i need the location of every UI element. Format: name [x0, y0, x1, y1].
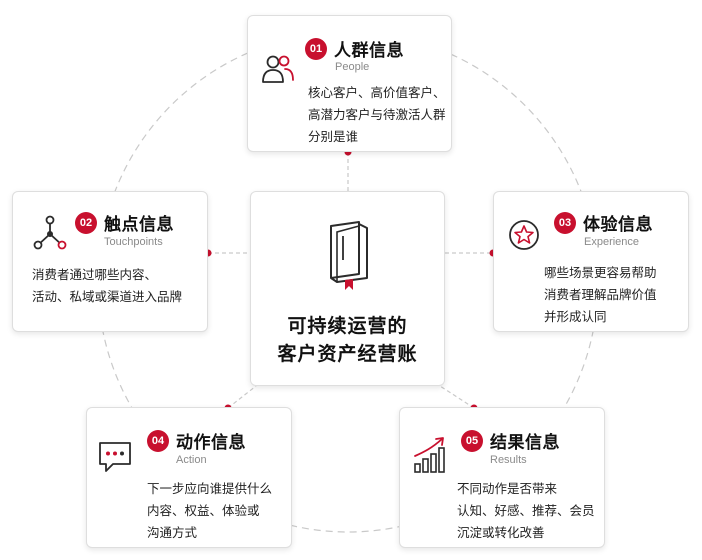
card-subtitle: Action	[176, 454, 207, 466]
card-subtitle: Touchpoints	[104, 236, 163, 248]
card-experience: 03 体验信息 Experience 哪些场景更容易帮助 消费者理解品牌价值 并…	[493, 191, 689, 332]
book-icon	[323, 220, 375, 294]
center-title: 可持续运营的 客户资产经营账	[251, 312, 444, 368]
card-title: 人群信息	[334, 41, 404, 61]
card-description: 消费者通过哪些内容、 活动、私域或渠道进入品牌	[32, 264, 182, 308]
desc-line: 沟通方式	[147, 525, 198, 540]
card-description: 哪些场景更容易帮助 消费者理解品牌价值 并形成认同	[544, 262, 657, 328]
center-card: 可持续运营的 客户资产经营账	[250, 191, 445, 386]
card-title: 动作信息	[176, 433, 246, 453]
desc-line: 下一步应向谁提供什么	[147, 481, 273, 496]
card-subtitle: People	[335, 61, 370, 73]
bar-chart-growth-icon	[412, 436, 448, 478]
desc-line: 沉淀或转化改善	[457, 525, 545, 540]
card-people: 01 人群信息 People 核心客户、高价值客户、 高潜力客户与待激活人群 分…	[247, 15, 452, 152]
desc-line: 活动、私域或渠道进入品牌	[32, 289, 183, 304]
desc-line: 并形成认同	[544, 309, 607, 324]
desc-line: 消费者通过哪些内容、	[32, 267, 158, 282]
people-icon	[261, 51, 295, 89]
card-action-header: 04 动作信息	[147, 428, 246, 453]
center-title-line-1: 可持续运营的	[287, 315, 408, 337]
card-number-badge: 03	[554, 211, 576, 234]
desc-line: 消费者理解品牌价值	[544, 287, 657, 302]
card-number-badge: 05	[461, 429, 483, 452]
card-title: 触点信息	[104, 215, 174, 235]
card-results-header: 05 结果信息	[461, 428, 560, 453]
card-experience-header: 03 体验信息	[554, 210, 653, 235]
card-subtitle: Experience	[584, 236, 640, 248]
desc-line: 核心客户、高价值客户、	[308, 85, 446, 100]
card-number-badge: 04	[147, 429, 169, 452]
card-subtitle: Results	[490, 454, 527, 466]
desc-line: 认知、好感、推荐、会员	[457, 503, 595, 518]
star-badge-icon	[507, 218, 541, 256]
card-title: 结果信息	[490, 433, 560, 453]
card-description: 不同动作是否带来 认知、好感、推荐、会员 沉淀或转化改善	[457, 478, 595, 544]
card-people-header: 01 人群信息	[305, 36, 404, 61]
desc-line: 分别是谁	[308, 129, 359, 144]
card-touchpoints: 02 触点信息 Touchpoints 消费者通过哪些内容、 活动、私域或渠道进…	[12, 191, 208, 332]
desc-line: 内容、权益、体验或	[147, 503, 260, 518]
card-title: 体验信息	[583, 215, 653, 235]
card-description: 下一步应向谁提供什么 内容、权益、体验或 沟通方式	[147, 478, 272, 544]
desc-line: 不同动作是否带来	[457, 481, 558, 496]
center-title-line-2: 客户资产经营账	[277, 343, 418, 365]
chat-bubble-icon	[97, 440, 133, 478]
card-number-badge: 01	[305, 37, 327, 60]
card-results: 05 结果信息 Results 不同动作是否带来 认知、好感、推荐、会员 沉淀或…	[399, 407, 605, 548]
desc-line: 哪些场景更容易帮助	[544, 265, 657, 280]
network-nodes-icon	[31, 214, 69, 256]
desc-line: 高潜力客户与待激活人群	[308, 107, 446, 122]
card-touchpoints-header: 02 触点信息	[75, 210, 174, 235]
card-action: 04 动作信息 Action 下一步应向谁提供什么 内容、权益、体验或 沟通方式	[86, 407, 292, 548]
card-description: 核心客户、高价值客户、 高潜力客户与待激活人群 分别是谁	[308, 82, 446, 148]
card-number-badge: 02	[75, 211, 97, 234]
